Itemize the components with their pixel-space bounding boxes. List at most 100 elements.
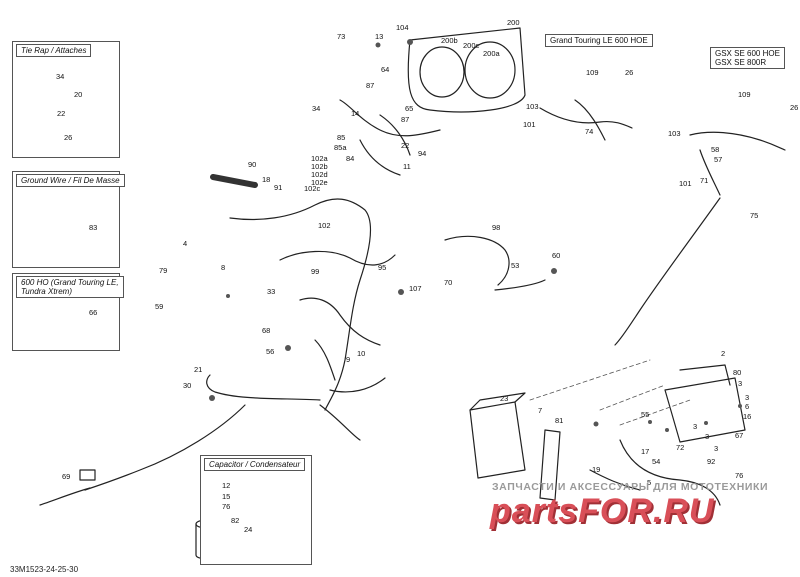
part-number: 87	[366, 81, 375, 90]
part-number: 91	[274, 183, 283, 192]
tie-wrap-box: Tie Rap / Attaches	[12, 41, 120, 158]
part-number: 23	[500, 394, 509, 403]
part-number: 107	[409, 284, 422, 293]
part-number: 73	[337, 32, 346, 41]
part-number: 21	[194, 365, 203, 374]
part-number: 101	[523, 120, 536, 129]
part-number: 6	[745, 402, 750, 411]
gsx-label-2: GSX SE 800R	[715, 58, 767, 67]
part-number: 26	[625, 68, 634, 77]
part-number: 103	[668, 129, 681, 138]
battery	[469, 401, 526, 479]
part-number: 81	[555, 416, 564, 425]
part-number: 16	[743, 412, 752, 421]
part-number: 200a	[483, 49, 500, 58]
part-number: 66	[89, 308, 98, 317]
part-number: 26	[64, 133, 73, 142]
part-number: 22	[57, 109, 66, 118]
part-number: 19	[592, 465, 601, 474]
part-number: 34	[312, 104, 321, 113]
part-number: 69	[62, 472, 71, 481]
main-harness	[229, 198, 371, 411]
part-number: 33	[267, 287, 276, 296]
part-number: 68	[262, 326, 271, 335]
capacitor-title: Capacitor / Condensateur	[204, 458, 306, 471]
model-600ho-title: 600 HO (Grand Touring LE, Tundra Xtrem)	[16, 276, 124, 298]
part-number: 59	[155, 302, 164, 311]
part-number: 200b	[441, 36, 458, 45]
part-number: 64	[381, 65, 390, 74]
grand-touring-label: Grand Touring LE 600 HOE	[550, 36, 648, 45]
part-number: 3	[738, 379, 743, 388]
part-number: 109	[586, 68, 599, 77]
part-number: 4	[183, 239, 188, 248]
part-number: 22	[401, 141, 410, 150]
part-number: 20	[74, 90, 83, 99]
part-number: 80	[733, 368, 742, 377]
part-number: 2	[721, 349, 726, 358]
part-number: 99	[311, 267, 320, 276]
part-number: 102d	[311, 170, 328, 179]
part-number: 34	[56, 72, 65, 81]
part-number: 17	[641, 447, 650, 456]
part-number: 103	[526, 102, 539, 111]
part-number: 92	[707, 457, 716, 466]
part-number: 10	[357, 349, 366, 358]
watermark-tagline: ЗАПЧАСТИ И АКСЕССУАРЫ ДЛЯ МОТОТЕХНИКИ	[492, 481, 769, 493]
part-number: 53	[511, 261, 520, 270]
part-number: 84	[346, 154, 355, 163]
part-number: 83	[89, 223, 98, 232]
part-number: 75	[750, 211, 759, 220]
diagram-reference: 33M1523-24-25-30	[10, 565, 79, 574]
part-number: 11	[403, 162, 411, 171]
part-number: 56	[266, 347, 275, 356]
part-number: 65	[405, 104, 414, 113]
part-number: 54	[652, 457, 661, 466]
part-number: 104	[396, 23, 409, 32]
ground-wire-title: Ground Wire / Fil De Masse	[16, 174, 125, 187]
part-number: 7	[538, 406, 543, 415]
part-number: 14	[351, 109, 360, 118]
part-number: 15	[222, 492, 231, 501]
part-number: 95	[378, 263, 387, 272]
ground-wire-box: Ground Wire / Fil De Masse	[12, 171, 125, 268]
gsx-label-1: GSX SE 600 HOE	[715, 49, 780, 58]
part-number: 102a	[311, 154, 328, 163]
part-number: 30	[183, 381, 192, 390]
part-number: 26	[790, 103, 799, 112]
part-number: 102e	[311, 178, 328, 187]
part-number: 12	[222, 481, 231, 490]
part-number: 58	[711, 145, 720, 154]
part-number: 101	[679, 179, 692, 188]
part-number: 71	[700, 176, 709, 185]
part-number: 102	[318, 221, 331, 230]
model-600ho-line1: 600 HO (Grand Touring LE,	[21, 278, 119, 287]
part-number: 82	[231, 516, 240, 525]
capacitor-box: Capacitor / Condensateur	[200, 455, 312, 565]
part-number: 79	[159, 266, 168, 275]
part-number: 74	[585, 127, 594, 136]
part-number: 70	[444, 278, 453, 287]
part-number: 98	[492, 223, 501, 232]
part-number: 109	[738, 90, 751, 99]
model-600ho-line2: Tundra Xtrem)	[21, 287, 72, 296]
model-600ho-box: 600 HO (Grand Touring LE, Tundra Xtrem)	[12, 273, 124, 351]
part-number: 102b	[311, 162, 328, 171]
part-number: 200c	[463, 41, 480, 50]
cluster-outline	[407, 27, 526, 113]
part-number: 8	[221, 263, 226, 272]
part-number: 72	[676, 443, 685, 452]
part-number: 5	[647, 478, 652, 487]
part-number: 102c	[304, 184, 321, 193]
tie-wrap-title: Tie Rap / Attaches	[16, 44, 92, 57]
part-number: 18	[262, 175, 271, 184]
branch-left	[206, 374, 321, 401]
part-number: 76	[222, 502, 231, 511]
part-number: 3	[745, 393, 750, 402]
part-number: 76	[735, 471, 744, 480]
part-number: 9	[346, 355, 351, 364]
part-number: 87	[401, 115, 410, 124]
part-number: 67	[735, 431, 744, 440]
